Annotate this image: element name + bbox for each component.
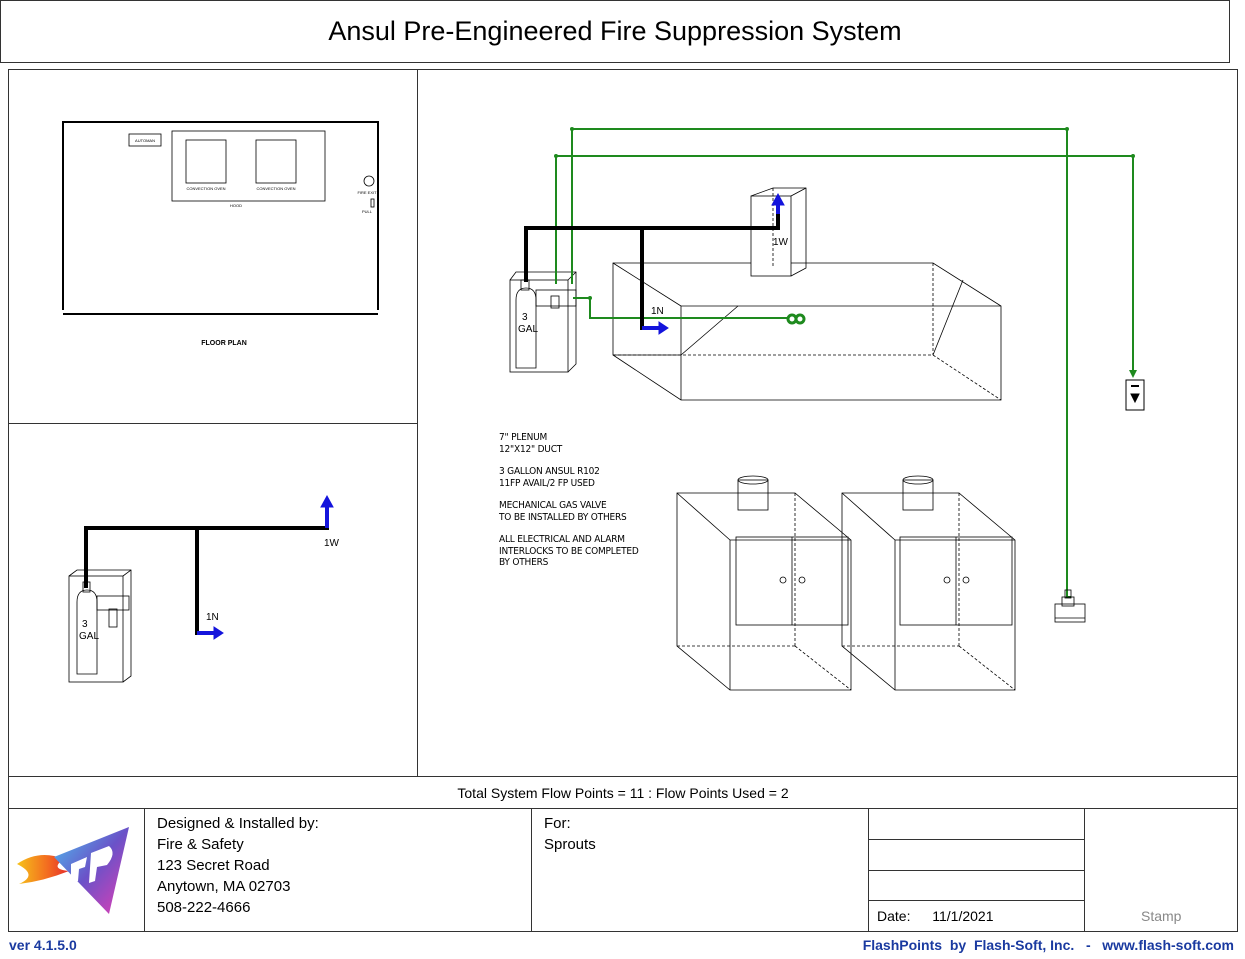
tank-cabinet-front bbox=[68, 575, 124, 683]
client-heading: For: bbox=[544, 815, 571, 832]
note-line: 12"X12" DUCT bbox=[499, 443, 563, 455]
note-block-3: MECHANICAL GAS VALVE TO BE INSTALLED BY … bbox=[499, 500, 699, 523]
date-value: 11/1/2021 bbox=[932, 908, 994, 924]
floor-plan-drawing: AUTOMAN CONVECTION OVEN CONVECTION OVEN … bbox=[62, 121, 379, 347]
hood-isometric bbox=[612, 262, 1002, 401]
divider bbox=[1084, 809, 1085, 931]
release-module-main bbox=[535, 289, 577, 307]
nozzle-1n-label: 1N bbox=[206, 612, 219, 623]
divider bbox=[868, 900, 1084, 901]
piping-drawing: 1W 1N 3 GAL bbox=[68, 494, 340, 683]
note-line: INTERLOCKS TO BE COMPLETED bbox=[499, 545, 639, 557]
system-layout-panel: 1W 1N 3 GAL 7" PLENUM 12"X12" DUCT 3 GAL… bbox=[417, 69, 1238, 777]
appliance-2 bbox=[841, 475, 1016, 691]
oven-1 bbox=[185, 139, 227, 184]
flow-points-text: Total System Flow Points = 11 : Flow Poi… bbox=[457, 784, 789, 801]
note-line: TO BE INSTALLED BY OTHERS bbox=[499, 511, 627, 523]
manual-pull-station-icon bbox=[1125, 379, 1145, 411]
gas-valve-icon bbox=[1054, 589, 1086, 623]
hood-label: HOOD bbox=[230, 203, 242, 208]
fire-exit-label: FIRE EXIT bbox=[357, 190, 377, 195]
note-block-1: 7" PLENUM 12"X12" DUCT bbox=[499, 432, 699, 455]
stamp-label: Stamp bbox=[1141, 908, 1182, 924]
tank-cabinet-side bbox=[68, 569, 132, 683]
designer-street: 123 Secret Road bbox=[157, 857, 270, 874]
designer-company: Fire & Safety bbox=[157, 836, 244, 853]
nozzle-1n-main-label: 1N bbox=[651, 306, 664, 317]
tank-main-label-1: 3 bbox=[522, 312, 528, 323]
client-name: Sprouts bbox=[544, 836, 596, 853]
piping-panel: 1W 1N 3 GAL bbox=[8, 423, 418, 777]
agent-piping bbox=[524, 208, 780, 330]
fusible-link-icon bbox=[786, 313, 806, 325]
tank-main-label-2: GAL bbox=[518, 324, 538, 335]
designer-info: Designed & Installed by: Fire & Safety 1… bbox=[157, 813, 527, 918]
nozzle-1w-label: 1W bbox=[324, 538, 340, 549]
designer-city: Anytown, MA 02703 bbox=[157, 878, 291, 895]
fire-exit-symbol bbox=[363, 175, 375, 187]
flow-points-bar: Total System Flow Points = 11 : Flow Poi… bbox=[8, 776, 1238, 809]
appliance-1 bbox=[676, 475, 852, 691]
release-module bbox=[96, 595, 130, 611]
pull-station bbox=[370, 198, 375, 208]
note-block-2: 3 GALLON ANSUL R102 11FP AVAIL/2 FP USED bbox=[499, 466, 699, 489]
flashpoints-logo bbox=[9, 809, 145, 931]
automan-label: AUTOMAN bbox=[135, 138, 155, 143]
nozzle-1n-arrow-icon bbox=[213, 626, 224, 640]
nozzle-1n-main-arrow-icon bbox=[658, 321, 669, 335]
divider bbox=[868, 839, 1084, 840]
note-line: 11FP AVAIL/2 FP USED bbox=[499, 477, 595, 489]
client-info: For: Sprouts bbox=[544, 813, 864, 855]
divider bbox=[868, 870, 1084, 871]
tank-label-1: 3 bbox=[82, 619, 88, 630]
note-line: ALL ELECTRICAL AND ALARM bbox=[499, 534, 625, 545]
system-layout-drawing: 1W 1N 3 GAL bbox=[509, 127, 1145, 691]
title-block: Designed & Installed by: Fire & Safety 1… bbox=[8, 808, 1238, 932]
credit-link[interactable]: FlashPoints by Flash-Soft, Inc. - www.fl… bbox=[862, 937, 1234, 953]
nozzle-1w-main-label: 1W bbox=[773, 237, 789, 248]
exhaust-duct bbox=[750, 187, 807, 277]
note-line: BY OTHERS bbox=[499, 557, 549, 568]
date-field: Date: 11/1/2021 bbox=[877, 908, 994, 924]
release-actuator bbox=[108, 608, 118, 628]
note-line: 3 GALLON ANSUL R102 bbox=[499, 466, 600, 477]
note-block-4: ALL ELECTRICAL AND ALARM INTERLOCKS TO B… bbox=[499, 534, 699, 569]
nozzle-1w-main-arrow-icon bbox=[771, 192, 785, 206]
pull-label: PULL bbox=[362, 209, 373, 214]
automan-box bbox=[128, 133, 162, 147]
tank-cabinet bbox=[509, 271, 577, 373]
date-label: Date: bbox=[877, 908, 911, 924]
room-walls bbox=[62, 121, 379, 310]
design-notes: 7" PLENUM 12"X12" DUCT 3 GALLON ANSUL R1… bbox=[499, 432, 699, 569]
hood-outline bbox=[171, 130, 326, 202]
note-line: MECHANICAL GAS VALVE bbox=[499, 500, 607, 511]
designer-heading: Designed & Installed by: bbox=[157, 815, 319, 832]
note-line: 7" PLENUM bbox=[499, 432, 548, 443]
oven-2-label: CONVECTION OVEN bbox=[256, 186, 295, 191]
nozzle-1w-arrow-icon bbox=[320, 494, 334, 508]
tank-cabinet-edge bbox=[122, 569, 132, 577]
page-title: Ansul Pre-Engineered Fire Suppression Sy… bbox=[0, 0, 1230, 63]
page-title-text: Ansul Pre-Engineered Fire Suppression Sy… bbox=[328, 16, 902, 46]
oven-1-label: CONVECTION OVEN bbox=[186, 186, 225, 191]
floor-plan-label: FLOOR PLAN bbox=[201, 340, 247, 347]
oven-2 bbox=[255, 139, 297, 184]
divider bbox=[531, 809, 532, 931]
flashpoints-logo-icon bbox=[17, 827, 129, 914]
tank-label-2: GAL bbox=[79, 631, 99, 642]
version-text: ver 4.1.5.0 bbox=[9, 937, 77, 953]
designer-phone: 508-222-4666 bbox=[157, 899, 251, 916]
floor-plan-panel: AUTOMAN CONVECTION OVEN CONVECTION OVEN … bbox=[8, 69, 418, 424]
